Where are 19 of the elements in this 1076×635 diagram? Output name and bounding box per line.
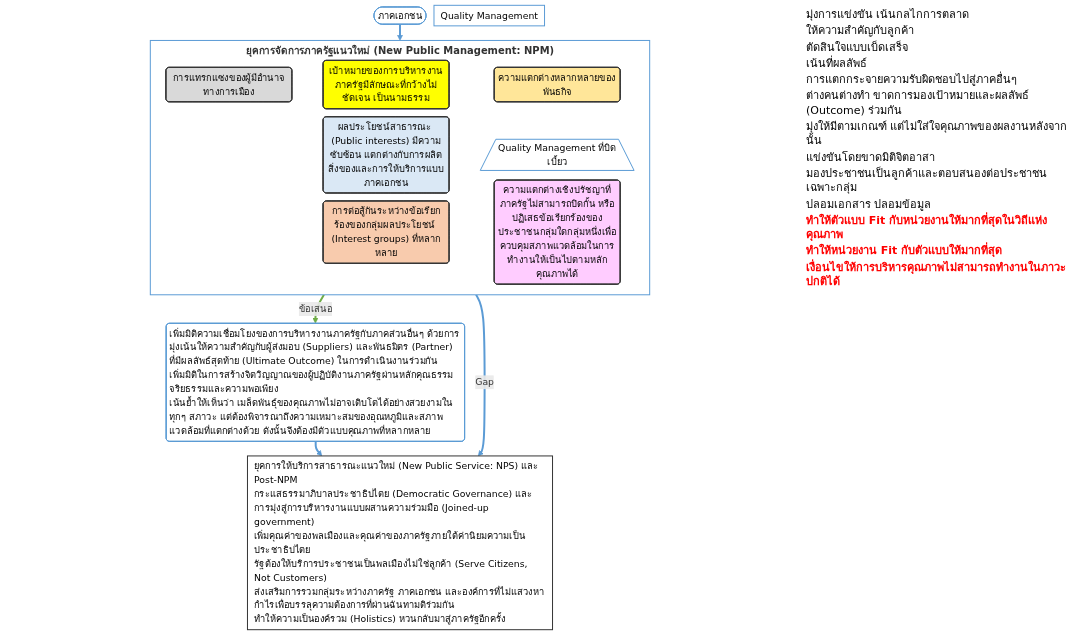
bullet-text: การแตกกระจายความรับผิดชอบไปสู่ภาคอื่นๆ	[806, 73, 1018, 88]
bullet-text: มุ่งให้มีตามเกณฑ์ แต่ไม่ใส่ใจคุณภาพของผลงานหลังจากนั้น	[806, 120, 1069, 149]
node-box: Quality Management	[433, 4, 546, 27]
bullet-text: แข่งขันโดยขาดมิติจิตอาสา	[806, 150, 936, 165]
bullet-text: มุ่งการแข่งขัน เน้นกลไกการตลาด	[806, 8, 971, 23]
edge-label: Gap	[475, 376, 494, 388]
bullet-text: ปลอมเอกสาร ปลอมข้อมูล	[806, 197, 933, 212]
note-text: เงื่อนไขให้การบริหารคุณภาพไม่สามารถทำงานในภาวะปกติได้	[806, 260, 1067, 290]
edge-label: ข้อเสนอ	[298, 303, 332, 315]
bullet-text: ตัดสินใจแบบเบ็ดเสร็จ	[806, 40, 909, 55]
bullet-text: ต่างคนต่างทำ ขาดการมองเป้าหมายและผลลัพธ์ (Outcome) ร่วมกัน	[806, 89, 1031, 119]
bullet-text: เน้นที่ผลลัพธ์	[806, 56, 868, 71]
bullet-text: ให้ความสำคัญกับลูกค้า	[806, 24, 915, 39]
arrow	[475, 293, 486, 457]
note-text: ทำให้หน่วยงาน Fit กับตัวแบบให้มากที่สุด	[806, 244, 1004, 259]
note-text: ทำให้ตัวแบบ Fit กับหน่วยงานให้มากที่สุดในวิถีแห่งคุณภาพ	[806, 213, 1049, 242]
arrow	[314, 440, 323, 457]
node-box: ยุคการให้บริการสาธารณะแนวใหม่ (New Public Service: NPS) และ Post-NPM กระแสธรรมาภิบาลประชาธิปไตย (Democratic Governance) และการมุ่งสู่การบริหารงานแบบผสานความร่วมมือ (Joined-up government) เพิ่มคุณค่าของพลเมืองและคุณค่าของภาครัฐภายใต้ค่านิยมความเป็นประชาธิปไตย รัฐต้องให้บริการประชาชนเป็นพลเมืองไม่ใช่ลูกค้า (Serve Citizens, Not Customers) ส่งเสริมการรวมกลุ่มระหว่างภาครัฐ ภาคเอกชน และองค์การที่ไม่แสวงหากำไรเพื่อบรรลุความต้องการที่ผ่านฉันทามติร่วมกัน ทำให้ความเป็นองค์รวม (Holistics) หวนกลับมาสู่ภาครัฐอีกครั้ง	[246, 455, 554, 631]
bullet-text: มองประชาชนเป็นลูกค้าและตอบสนองต่อประชาชนเฉพาะกลุ่ม	[806, 166, 1048, 196]
